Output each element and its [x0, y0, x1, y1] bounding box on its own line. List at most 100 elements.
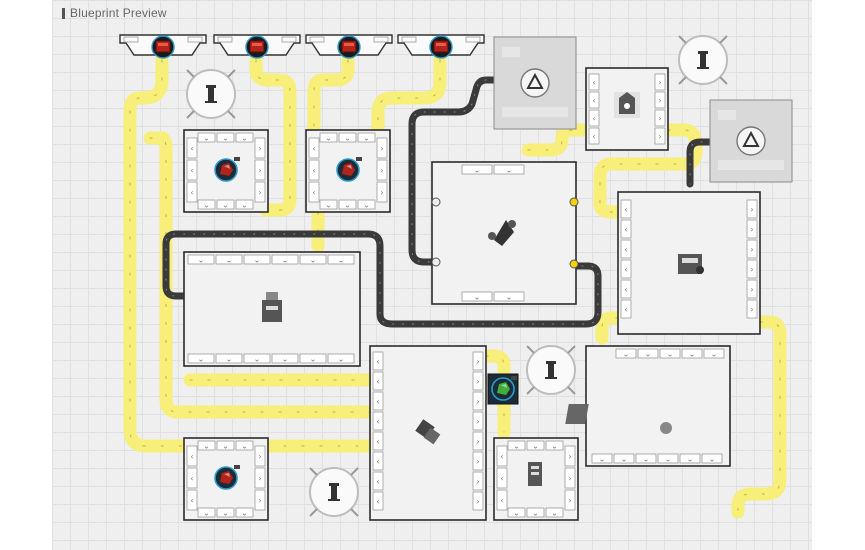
io-slot[interactable]: ⌄	[659, 348, 681, 359]
io-slot[interactable]: ›	[654, 109, 666, 127]
io-slot[interactable]: ⌄	[197, 440, 216, 451]
io-slot[interactable]: ›	[746, 259, 758, 279]
io-slot[interactable]: ›	[746, 279, 758, 299]
io-slot[interactable]: ‹	[620, 299, 632, 319]
io-slot[interactable]: ⌄	[681, 348, 703, 359]
fabricator-building[interactable]: ‹‹‹‹‹‹››››››	[617, 191, 761, 335]
depot-building[interactable]	[305, 34, 393, 59]
io-slot[interactable]: ⌄	[216, 132, 235, 143]
io-slot[interactable]: ⌄	[461, 291, 493, 302]
io-slot[interactable]: ⌄	[657, 453, 679, 464]
io-slot[interactable]: ⌄	[637, 348, 659, 359]
io-slot[interactable]: ⌄	[635, 453, 657, 464]
io-slot[interactable]: ›	[472, 471, 484, 491]
io-slot[interactable]: ⌄	[243, 254, 271, 265]
io-slot[interactable]: ›	[254, 445, 266, 467]
io-slot[interactable]: ‹	[308, 137, 320, 159]
io-slot[interactable]: ›	[472, 451, 484, 471]
io-slot[interactable]: ⌄	[526, 507, 545, 518]
io-slot[interactable]: ⌄	[235, 132, 254, 143]
printer-building[interactable]: ⌄⌄⌄⌄⌄⌄‹‹‹›››	[493, 437, 579, 521]
pump-building[interactable]	[709, 99, 793, 183]
pipe-port[interactable]	[569, 197, 579, 207]
io-slot[interactable]: ›	[746, 199, 758, 219]
io-slot[interactable]: ›	[376, 181, 388, 203]
io-slot[interactable]: ‹	[186, 159, 198, 181]
io-slot[interactable]: ‹	[588, 91, 600, 109]
io-slot[interactable]: ‹	[186, 489, 198, 511]
io-slot[interactable]: ‹	[620, 259, 632, 279]
io-slot[interactable]: ›	[472, 431, 484, 451]
io-slot[interactable]: ⌄	[327, 353, 355, 364]
io-slot[interactable]: ‹	[496, 445, 508, 467]
io-slot[interactable]: ›	[746, 239, 758, 259]
extractor-building[interactable]	[487, 373, 519, 405]
io-slot[interactable]: ⌄	[299, 254, 327, 265]
io-slot[interactable]: ›	[472, 491, 484, 511]
io-slot[interactable]: ‹	[372, 351, 384, 371]
io-slot[interactable]: ⌄	[357, 132, 376, 143]
pipe-port[interactable]	[431, 257, 441, 267]
io-slot[interactable]: ⌄	[271, 353, 299, 364]
refinery-building[interactable]: ⌄⌄⌄⌄⌄⌄‹‹‹›››	[183, 129, 269, 213]
io-slot[interactable]: ⌄	[235, 440, 254, 451]
conveyor-belt[interactable]	[307, 53, 355, 135]
io-slot[interactable]: ⌄	[357, 199, 376, 210]
io-slot[interactable]: ‹	[186, 181, 198, 203]
io-slot[interactable]: ⌄	[493, 291, 525, 302]
io-slot[interactable]: ⌄	[271, 254, 299, 265]
depot-building[interactable]	[119, 34, 207, 59]
io-slot[interactable]: ⌄	[215, 353, 243, 364]
io-slot[interactable]: ›	[746, 219, 758, 239]
io-slot[interactable]: ›	[254, 181, 266, 203]
panel-building[interactable]: ⌄⌄⌄⌄⌄⌄⌄⌄⌄⌄⌄	[565, 345, 731, 467]
io-slot[interactable]: ‹	[588, 73, 600, 91]
io-slot[interactable]: ›	[254, 159, 266, 181]
io-slot[interactable]: ⌄	[507, 440, 526, 451]
io-slot[interactable]: ‹	[620, 279, 632, 299]
io-slot[interactable]: ‹	[496, 467, 508, 489]
refinery-building[interactable]: ⌄⌄⌄⌄⌄⌄‹‹‹›››	[183, 437, 269, 521]
depot-building[interactable]	[213, 34, 301, 59]
io-slot[interactable]: ›	[564, 445, 576, 467]
conveyor-belt[interactable]	[593, 123, 703, 219]
io-slot[interactable]: ‹	[372, 471, 384, 491]
io-slot[interactable]: ‹	[372, 491, 384, 511]
io-slot[interactable]: ‹	[496, 489, 508, 511]
io-slot[interactable]: ⌄	[493, 164, 525, 175]
io-slot[interactable]: ›	[254, 137, 266, 159]
crusher-building[interactable]: ‹‹‹‹‹‹‹‹››››››››	[369, 345, 487, 521]
io-slot[interactable]: ⌄	[243, 353, 271, 364]
io-slot[interactable]: ⌄	[507, 507, 526, 518]
io-slot[interactable]: ⌄	[197, 132, 216, 143]
io-slot[interactable]: ‹	[372, 451, 384, 471]
io-slot[interactable]: ›	[254, 489, 266, 511]
conveyor-belt[interactable]	[371, 53, 447, 135]
io-slot[interactable]: ›	[654, 127, 666, 145]
refinery-building[interactable]: ⌄⌄⌄⌄⌄⌄‹‹‹›››	[305, 129, 391, 213]
io-slot[interactable]: ⌄	[319, 132, 338, 143]
io-slot[interactable]: ›	[472, 411, 484, 431]
io-slot[interactable]: ‹	[186, 467, 198, 489]
io-slot[interactable]: ⌄	[461, 164, 493, 175]
io-slot[interactable]: ⌄	[215, 254, 243, 265]
io-slot[interactable]: ‹	[620, 199, 632, 219]
io-slot[interactable]: ›	[746, 299, 758, 319]
io-slot[interactable]: ‹	[186, 445, 198, 467]
io-slot[interactable]: ⌄	[701, 453, 723, 464]
io-slot[interactable]: ‹	[372, 431, 384, 451]
tower-building[interactable]	[186, 69, 236, 119]
conveyor-belt[interactable]	[731, 315, 787, 519]
io-slot[interactable]: ⌄	[187, 353, 215, 364]
io-slot[interactable]: ⌄	[613, 453, 635, 464]
io-slot[interactable]: ⌄	[235, 507, 254, 518]
tower-building[interactable]	[526, 345, 576, 395]
conveyor-belt[interactable]	[595, 311, 625, 345]
io-slot[interactable]: ‹	[588, 127, 600, 145]
io-slot[interactable]: ⌄	[235, 199, 254, 210]
conveyor-belt[interactable]	[123, 53, 197, 453]
assembler-building[interactable]: ‹‹‹‹››››	[585, 67, 669, 151]
io-slot[interactable]: ⌄	[591, 453, 613, 464]
io-slot[interactable]: ›	[376, 137, 388, 159]
